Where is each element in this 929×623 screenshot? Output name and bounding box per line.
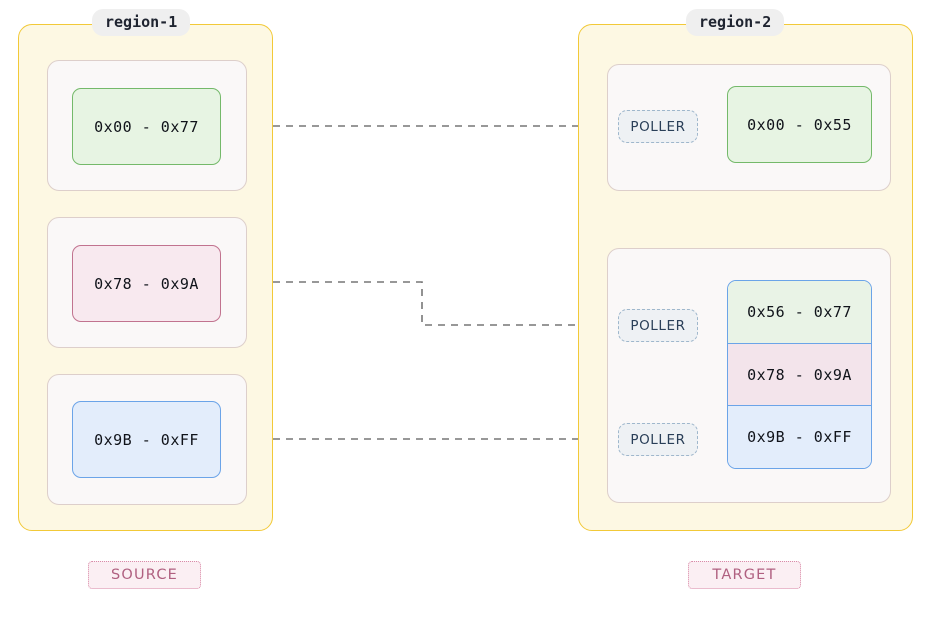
poller-2[interactable]: POLLER	[618, 309, 698, 342]
source-block-0x9B-0xFF[interactable]: 0x9B - 0xFF	[72, 401, 221, 478]
source-block-0x78-0x9A[interactable]: 0x78 - 0x9A	[72, 245, 221, 322]
target-caption-tag: TARGET	[688, 561, 801, 589]
target-segment-0x9B-0xFF[interactable]: 0x9B - 0xFF	[728, 406, 871, 468]
poller-3[interactable]: POLLER	[618, 423, 698, 456]
target-segment-0x56-0x77[interactable]: 0x56 - 0x77	[728, 281, 871, 344]
target-stacked-block: 0x56 - 0x77 0x78 - 0x9A 0x9B - 0xFF	[727, 280, 872, 469]
target-segment-0x78-0x9A[interactable]: 0x78 - 0x9A	[728, 343, 871, 407]
region-2-label: region-2	[686, 9, 785, 36]
poller-1[interactable]: POLLER	[618, 110, 698, 143]
region-1-label: region-1	[92, 9, 191, 36]
dashed-link-source2-to-poller2	[221, 281, 615, 331]
source-caption-tag: SOURCE	[88, 561, 201, 589]
target-block-0x00-0x55[interactable]: 0x00 - 0x55	[727, 86, 872, 163]
source-block-0x00-0x77[interactable]: 0x00 - 0x77	[72, 88, 221, 165]
